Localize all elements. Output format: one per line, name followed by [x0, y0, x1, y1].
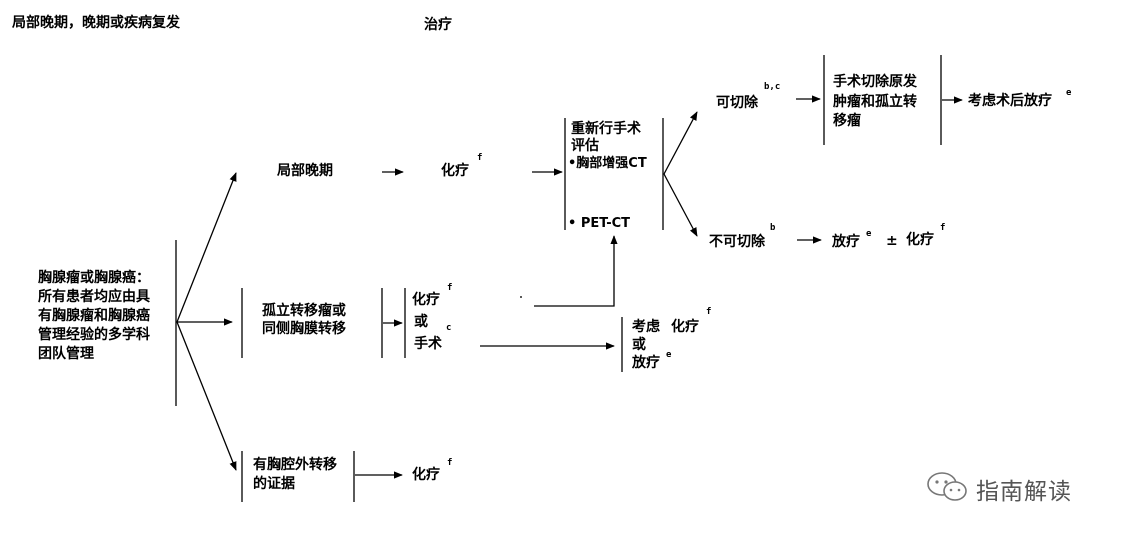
- branch-extra-line-2: 的证据: [253, 476, 295, 492]
- surgery-line-1: 手术切除原发: [833, 74, 917, 90]
- start-line-4: 管理经验的多学科: [38, 327, 150, 343]
- start-line-1: 胸腺瘤或胸腺癌：: [38, 270, 150, 286]
- resectable-sup: b,c: [764, 82, 781, 92]
- chemo-bottom-sup: f: [447, 458, 453, 468]
- start-line-2: 所有患者均应由具: [38, 289, 150, 305]
- start-line-5: 团队管理: [38, 346, 94, 362]
- arrow-to-resectable: [663, 111, 698, 175]
- chemo-top-sup: f: [477, 153, 483, 163]
- radio-sup: e: [866, 229, 872, 239]
- start-node: 胸腺瘤或胸腺癌： 所有患者均应由具 有胸腺瘤和胸腺癌 管理经验的多学科 团队管理: [38, 269, 150, 364]
- branch-isolated-line-2: 同侧胸膜转移: [262, 321, 346, 337]
- options-surgery: 手术: [414, 336, 442, 352]
- radio-chemo-label: 化疗: [906, 232, 934, 248]
- options-surgery-sup: c: [446, 323, 452, 333]
- arrow-to-extra: [176, 321, 237, 471]
- chemo-top-label: 化疗: [441, 163, 469, 179]
- radio-label: 放疗: [832, 234, 860, 250]
- start-line-3: 有胸腺瘤和胸腺癌: [38, 308, 150, 324]
- arrow-to-unresectable: [663, 173, 698, 237]
- chemo-bottom-label: 化疗: [412, 467, 440, 483]
- branch-isolated-line-1: 孤立转移瘤或: [262, 303, 346, 319]
- postop-label: 考虑术后放疗: [968, 93, 1052, 109]
- options-chemo-sup: f: [447, 283, 453, 293]
- postop-sup: e: [1066, 88, 1072, 98]
- header-left: 局部晚期，晚期或疾病复发: [12, 15, 180, 31]
- watermark-text: 指南解读: [976, 479, 1072, 505]
- unresectable-sup: b: [770, 223, 776, 233]
- branch-local-label: 局部晚期: [277, 163, 333, 179]
- reassess-bullet-2: • PET-CT: [568, 216, 631, 231]
- unresectable-label: 不可切除: [709, 234, 765, 250]
- branch-extra-line-1: 有胸腔外转移: [253, 457, 337, 473]
- consider-radio: 放疗: [632, 355, 660, 371]
- radio-chemo-sup: f: [940, 223, 946, 233]
- options-chemo: 化疗: [412, 292, 440, 308]
- header-center: 治疗: [424, 17, 452, 33]
- consider-radio-sup: e: [666, 350, 672, 360]
- options-or: 或: [414, 314, 428, 330]
- reassess-line-1: 重新行手术: [571, 121, 641, 137]
- consider-chemo-sup: f: [706, 307, 712, 317]
- consider-line-1: 考虑: [632, 319, 660, 335]
- reassess-bullet-1: •胸部增强CT: [568, 156, 647, 171]
- consider-or: 或: [632, 337, 646, 353]
- reassess-line-2: 评估: [571, 138, 599, 154]
- surgery-line-2: 肿瘤和孤立转: [833, 94, 917, 110]
- consider-chemo: 化疗: [671, 319, 699, 335]
- surgery-line-3: 移瘤: [833, 113, 861, 129]
- arrow-options-to-reassess: [534, 235, 618, 307]
- wechat-icon: [927, 472, 967, 501]
- arrow-to-local: [176, 172, 237, 323]
- resectable-label: 可切除: [716, 95, 758, 111]
- plus-minus: ±: [886, 233, 898, 249]
